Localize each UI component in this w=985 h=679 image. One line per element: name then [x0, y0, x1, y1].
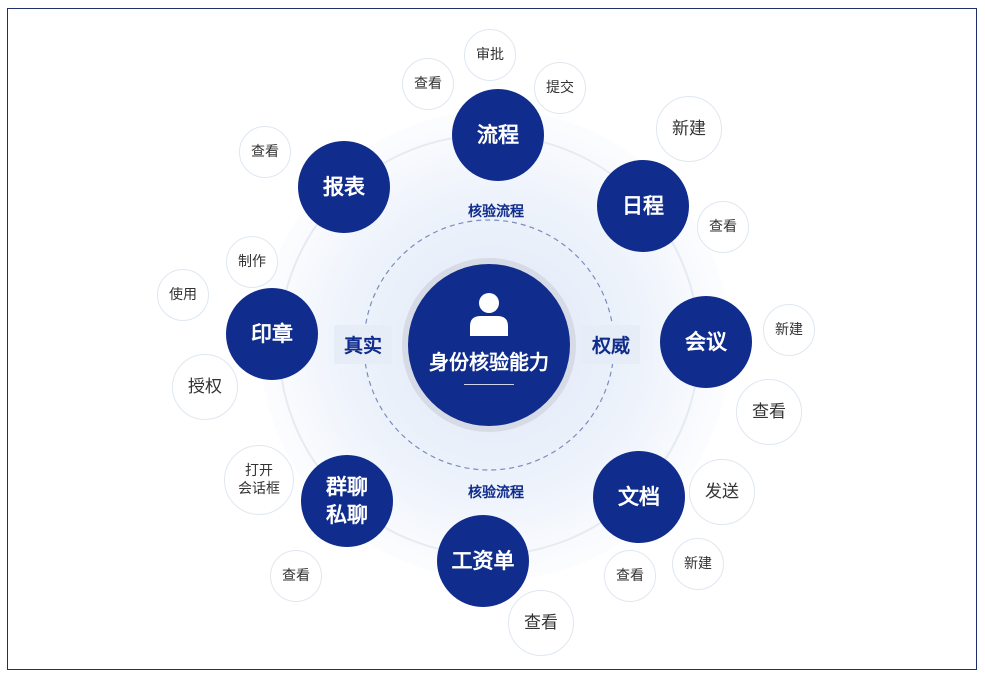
chip-seal-use[interactable]: 使用	[157, 269, 209, 321]
chip-document-new[interactable]: 新建	[672, 538, 724, 590]
ring-label-right: 权威	[582, 325, 641, 364]
module-report[interactable]: 报表	[298, 141, 390, 233]
chip-seal-make[interactable]: 制作	[226, 236, 278, 288]
chip-document-view[interactable]: 查看	[604, 550, 656, 602]
chip-meeting-view[interactable]: 查看	[736, 379, 802, 445]
chip-flow-approve[interactable]: 审批	[464, 29, 516, 81]
chip-schedule-new[interactable]: 新建	[656, 96, 722, 162]
center-title: 身份核验能力	[429, 350, 549, 374]
module-chat[interactable]: 群聊 私聊	[301, 455, 393, 547]
chip-meeting-new[interactable]: 新建	[763, 304, 815, 356]
chip-flow-submit[interactable]: 提交	[534, 62, 586, 114]
module-schedule[interactable]: 日程	[597, 160, 689, 252]
center-node[interactable]: 身份核验能力	[408, 264, 570, 426]
chip-seal-authorize[interactable]: 授权	[172, 354, 238, 420]
center-underline	[464, 384, 514, 385]
module-flow[interactable]: 流程	[452, 89, 544, 181]
chip-payslip-view[interactable]: 查看	[508, 590, 574, 656]
chip-chat-view[interactable]: 查看	[270, 550, 322, 602]
chip-chat-open[interactable]: 打开 会话框	[224, 445, 294, 515]
chip-flow-view[interactable]: 查看	[402, 58, 454, 110]
ring-label-left: 真实	[334, 325, 393, 364]
ring-label-bottom: 核验流程	[468, 485, 524, 501]
chip-document-send[interactable]: 发送	[689, 459, 755, 525]
user-icon	[470, 293, 508, 336]
module-seal[interactable]: 印章	[226, 288, 318, 380]
module-payslip[interactable]: 工资单	[437, 515, 529, 607]
module-meeting[interactable]: 会议	[660, 296, 752, 388]
ring-label-top: 核验流程	[468, 204, 524, 220]
chip-report-view[interactable]: 查看	[239, 126, 291, 178]
chip-schedule-view[interactable]: 查看	[697, 201, 749, 253]
module-document[interactable]: 文档	[593, 451, 685, 543]
